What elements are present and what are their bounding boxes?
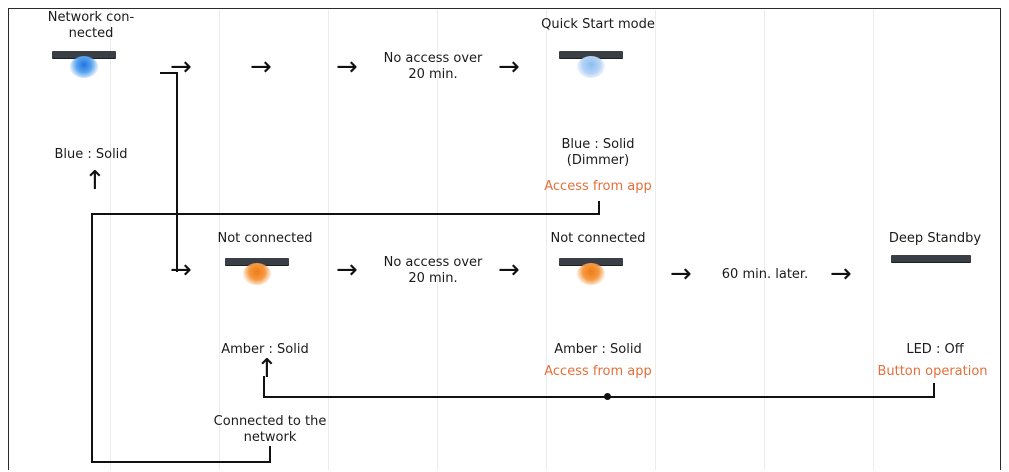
connector-amber-rise: [263, 376, 265, 398]
connector-amber-return: [263, 396, 935, 398]
arrow-right-icon: →: [670, 259, 692, 289]
gridline: [437, 10, 438, 470]
connector-top-horizontal: [91, 213, 600, 215]
not-connected-1-title: Not connected: [217, 231, 313, 246]
not-connected-2-action: Access from app: [544, 364, 652, 379]
gridline: [655, 10, 656, 470]
diagram-frame: [8, 8, 1001, 470]
device-led-off-icon: [891, 255, 971, 295]
device-led-amber-icon: [559, 258, 623, 298]
network-connected-title: Network con- nected: [47, 10, 135, 41]
device-body: [52, 51, 116, 58]
device-led-amber-icon: [225, 258, 289, 298]
device-body: [559, 51, 623, 58]
gridline: [764, 10, 765, 470]
network-connected-led-state: Blue : Solid: [54, 147, 128, 162]
transition-no-access-top: No access over 20 min.: [383, 51, 483, 82]
deep-standby-title: Deep Standby: [888, 231, 982, 246]
not-connected-1-led-state: Amber : Solid: [221, 342, 309, 357]
device-led-blue-icon: [52, 51, 116, 91]
arrow-right-icon: →: [250, 52, 272, 82]
transition-no-access-bottom: No access over 20 min.: [383, 255, 483, 286]
arrow-up-icon: ↑: [84, 166, 106, 196]
arrow-right-icon: →: [170, 255, 192, 285]
device-led-blue-dim-icon: [559, 51, 623, 91]
arrow-right-icon: →: [498, 255, 520, 285]
arrow-right-icon: →: [336, 255, 358, 285]
gridline: [219, 10, 220, 470]
led-glow-blue: [70, 56, 98, 78]
arrow-right-icon: →: [498, 52, 520, 82]
quick-start-action: Access from app: [544, 179, 652, 194]
gridline: [873, 10, 874, 470]
device-body: [891, 255, 971, 262]
device-body: [225, 258, 289, 265]
connector-branch-vertical: [176, 73, 178, 272]
arrow-right-icon: →: [170, 52, 192, 82]
connector-branch-stub: [160, 72, 178, 74]
device-body: [559, 258, 623, 265]
connector-left-vertical: [91, 213, 93, 463]
connector-network-drop: [269, 446, 271, 463]
not-connected-2-title: Not connected: [550, 231, 646, 246]
gridline: [546, 10, 547, 470]
gridline: [110, 10, 111, 470]
not-connected-2-led-state: Amber : Solid: [554, 342, 642, 357]
quick-start-led-state: Blue : Solid (Dimmer): [561, 137, 635, 168]
led-glow-amber: [243, 263, 271, 285]
led-glow-blue-dim: [577, 56, 605, 78]
deep-standby-action: Button operation: [877, 364, 988, 379]
transition-connected-to-network: Connected to the network: [213, 414, 327, 445]
arrow-up-icon: ↑: [256, 354, 278, 384]
deep-standby-led-state: LED : Off: [906, 342, 964, 357]
connector-quick-start-drop: [598, 201, 600, 215]
connector-bottom-horizontal: [91, 461, 271, 463]
arrow-right-icon: →: [830, 259, 852, 289]
arrow-right-icon: →: [336, 52, 358, 82]
gridline: [328, 10, 329, 470]
transition-sixty-min: 60 min. later.: [721, 267, 809, 282]
quick-start-title: Quick Start mode: [541, 17, 655, 32]
junction-dot: [604, 393, 611, 400]
connector-button-drop: [933, 383, 935, 398]
led-glow-amber: [577, 263, 605, 285]
